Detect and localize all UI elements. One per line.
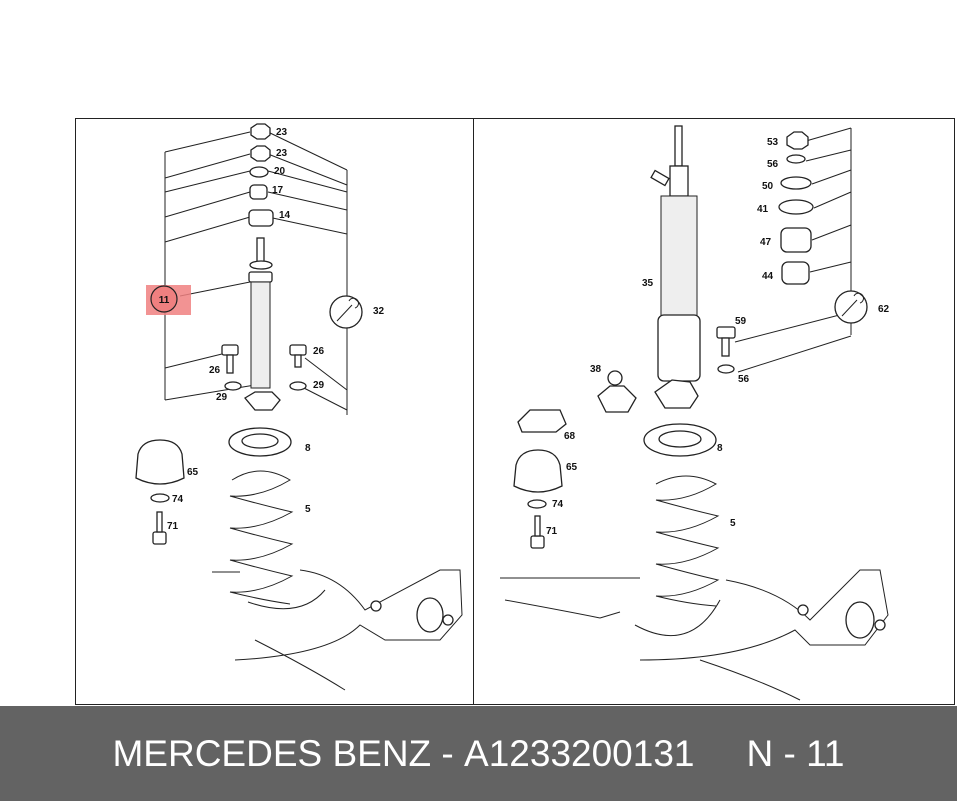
label-68: 68 bbox=[564, 431, 576, 442]
label-59: 59 bbox=[735, 316, 747, 327]
left-wrench-symbol bbox=[329, 295, 363, 329]
right-part-labels: 53 56 50 41 47 44 35 62 59 56 38 68 8 65… bbox=[546, 137, 890, 537]
label-65: 65 bbox=[187, 467, 199, 478]
highlight-label: 11 bbox=[159, 295, 170, 306]
label-56-top: 56 bbox=[767, 159, 779, 170]
label-23: 23 bbox=[276, 148, 288, 159]
brand-name: MERCEDES BENZ bbox=[112, 732, 432, 774]
label-5: 5 bbox=[305, 504, 311, 515]
label-26-right: 26 bbox=[313, 346, 325, 357]
left-bolts-washers bbox=[221, 344, 307, 391]
right-spring-parts bbox=[643, 423, 720, 607]
right-ball-joint bbox=[597, 370, 637, 413]
label-41: 41 bbox=[757, 204, 769, 215]
label-44: 44 bbox=[762, 271, 774, 282]
label-56: 56 bbox=[738, 374, 750, 385]
right-axle-carrier bbox=[500, 569, 889, 701]
left-panel-frame bbox=[75, 118, 474, 705]
right-wrench-symbol bbox=[834, 290, 868, 324]
label-53: 53 bbox=[767, 137, 779, 148]
label-5-right: 5 bbox=[730, 518, 736, 529]
label-65-right: 65 bbox=[566, 462, 578, 473]
right-lower-parts bbox=[513, 409, 567, 549]
label-71: 71 bbox=[167, 521, 179, 532]
label-35: 35 bbox=[642, 278, 654, 289]
diagram-position: N - 11 bbox=[746, 732, 845, 774]
left-top-mount-parts bbox=[248, 123, 274, 227]
highlight-item-11[interactable]: 11 bbox=[146, 285, 191, 315]
label-71-right: 71 bbox=[546, 526, 558, 537]
label-17: 17 bbox=[272, 185, 284, 196]
left-shock-absorber bbox=[244, 237, 281, 411]
highlight-callout-circle bbox=[150, 285, 178, 313]
right-bolts-washers bbox=[716, 326, 736, 374]
label-26-left: 26 bbox=[209, 365, 221, 376]
right-panel-frame bbox=[473, 118, 955, 705]
label-50: 50 bbox=[762, 181, 774, 192]
label-74: 74 bbox=[172, 494, 184, 505]
label-74-right: 74 bbox=[552, 499, 564, 510]
part-caption-bar: MERCEDES BENZ - A1233200131 N - 11 bbox=[0, 706, 957, 801]
left-axle-carrier bbox=[212, 569, 463, 691]
part-number: A1233200131 bbox=[464, 732, 695, 774]
label-32: 32 bbox=[373, 306, 385, 317]
left-leader-lines bbox=[164, 131, 348, 415]
parts-diagram: 11 23 23 20 17 14 32 26 26 29 29 8 65 74… bbox=[75, 118, 955, 705]
left-spring-parts bbox=[135, 427, 294, 605]
label-23-top: 23 bbox=[276, 127, 288, 138]
label-8: 8 bbox=[305, 443, 311, 454]
label-38: 38 bbox=[590, 364, 602, 375]
label-29-right: 29 bbox=[313, 380, 325, 391]
left-part-labels: 23 23 20 17 14 32 26 26 29 29 8 65 74 71… bbox=[167, 127, 385, 532]
label-8-right: 8 bbox=[717, 443, 723, 454]
label-47: 47 bbox=[760, 237, 772, 248]
label-14: 14 bbox=[279, 210, 291, 221]
label-62: 62 bbox=[878, 304, 890, 315]
right-top-mount-parts bbox=[778, 131, 814, 285]
right-leader-lines bbox=[734, 127, 852, 373]
label-29-left: 29 bbox=[216, 392, 228, 403]
caption-separator: - bbox=[441, 732, 454, 774]
label-20: 20 bbox=[274, 166, 286, 177]
right-shock-absorber bbox=[650, 125, 701, 409]
